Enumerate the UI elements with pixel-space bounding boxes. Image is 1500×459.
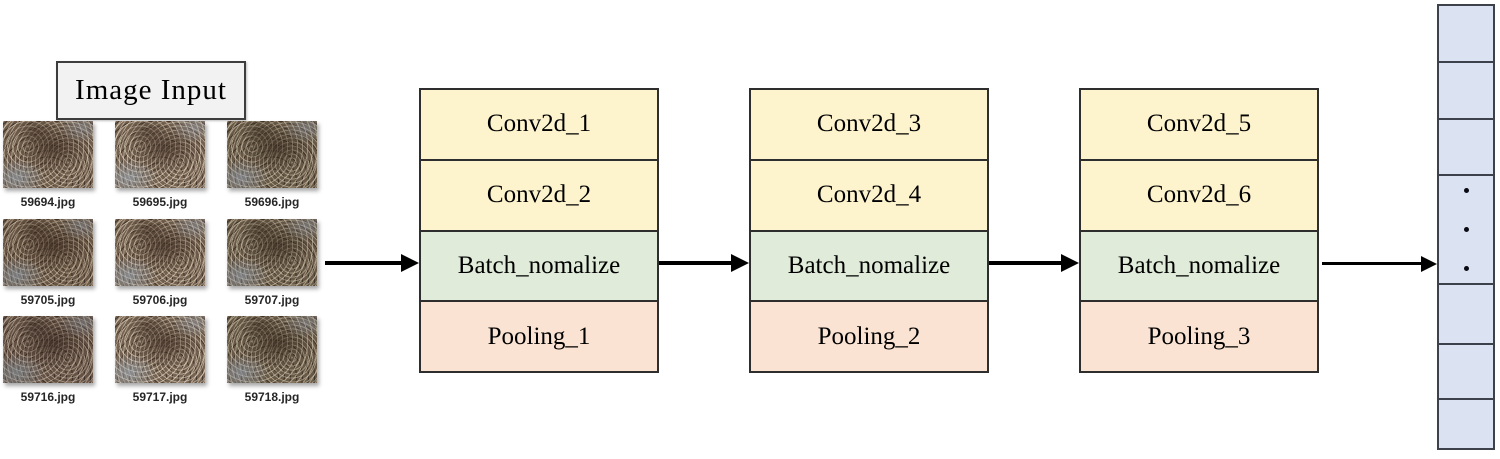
input-image-cell: 59705.jpg (3, 219, 93, 307)
layer-conv2d-1: Conv2d_1 (421, 90, 657, 159)
vector-cell (1439, 342, 1493, 398)
vector-cell (1439, 60, 1493, 118)
flow-arrow-icon (325, 261, 401, 265)
image-filename: 59717.jpg (132, 390, 188, 404)
image-filename: 59716.jpg (20, 390, 76, 404)
input-image-cell: 59717.jpg (115, 316, 205, 404)
flow-arrow-icon (989, 261, 1061, 265)
input-image-thumbnail (115, 219, 205, 286)
image-filename: 59718.jpg (244, 390, 300, 404)
input-image-row: 59705.jpg 59706.jpg 59707.jpg (3, 219, 317, 307)
input-image-thumbnail (227, 316, 317, 383)
conv-block-3: Conv2d_5 Conv2d_6 Batch_nomalize Pooling… (1079, 88, 1319, 373)
layer-batch-nomalize: Batch_nomalize (751, 229, 987, 301)
layer-pooling-1: Pooling_1 (421, 300, 657, 371)
layer-conv2d-4: Conv2d_4 (751, 158, 987, 230)
input-image-thumbnail (115, 121, 205, 188)
layer-conv2d-5: Conv2d_5 (1081, 90, 1317, 159)
layer-batch-nomalize: Batch_nomalize (1081, 229, 1317, 301)
layer-conv2d-6: Conv2d_6 (1081, 158, 1317, 230)
input-image-thumbnail (115, 316, 205, 383)
input-image-cell: 59707.jpg (227, 219, 317, 307)
input-image-cell: 59716.jpg (3, 316, 93, 404)
input-image-row: 59716.jpg 59717.jpg 59718.jpg (3, 316, 317, 404)
input-image-thumbnail (227, 121, 317, 188)
vector-cell (1439, 397, 1493, 448)
input-image-thumbnail (227, 219, 317, 286)
image-input-label-box: Image Input (56, 61, 246, 120)
vector-ellipsis-dot (1463, 266, 1469, 272)
layer-conv2d-2: Conv2d_2 (421, 158, 657, 230)
vector-cell (1439, 117, 1493, 175)
image-input-label: Image Input (75, 74, 227, 106)
input-image-thumbnail (3, 121, 93, 188)
input-image-cell: 59718.jpg (227, 316, 317, 404)
image-filename: 59695.jpg (132, 195, 188, 209)
image-filename: 59696.jpg (244, 195, 300, 209)
input-image-cell: 59695.jpg (115, 121, 205, 209)
vector-cell-ellipsis (1439, 174, 1493, 284)
image-filename: 59694.jpg (20, 195, 76, 209)
layer-batch-nomalize: Batch_nomalize (421, 229, 657, 301)
image-filename: 59707.jpg (244, 293, 300, 307)
input-image-thumbnail (3, 316, 93, 383)
conv-block-2: Conv2d_3 Conv2d_4 Batch_nomalize Pooling… (749, 88, 989, 373)
image-filename: 59706.jpg (132, 293, 188, 307)
layer-pooling-2: Pooling_2 (751, 300, 987, 371)
flow-arrow-icon (659, 261, 731, 265)
vector-ellipsis-dot (1463, 227, 1469, 233)
flow-arrow-icon (1322, 262, 1421, 265)
vector-cell (1439, 283, 1493, 343)
image-filename: 59705.jpg (20, 293, 76, 307)
input-image-row: 59694.jpg 59695.jpg 59696.jpg (3, 121, 317, 209)
conv-block-1: Conv2d_1 Conv2d_2 Batch_nomalize Pooling… (419, 88, 659, 373)
input-image-cell: 59696.jpg (227, 121, 317, 209)
output-vector-column (1437, 4, 1495, 450)
vector-cell (1439, 6, 1493, 61)
layer-conv2d-3: Conv2d_3 (751, 90, 987, 159)
input-image-thumbnail (3, 219, 93, 286)
layer-pooling-3: Pooling_3 (1081, 300, 1317, 371)
input-image-cell: 59706.jpg (115, 219, 205, 307)
input-image-cell: 59694.jpg (3, 121, 93, 209)
vector-ellipsis-dot (1463, 188, 1469, 194)
